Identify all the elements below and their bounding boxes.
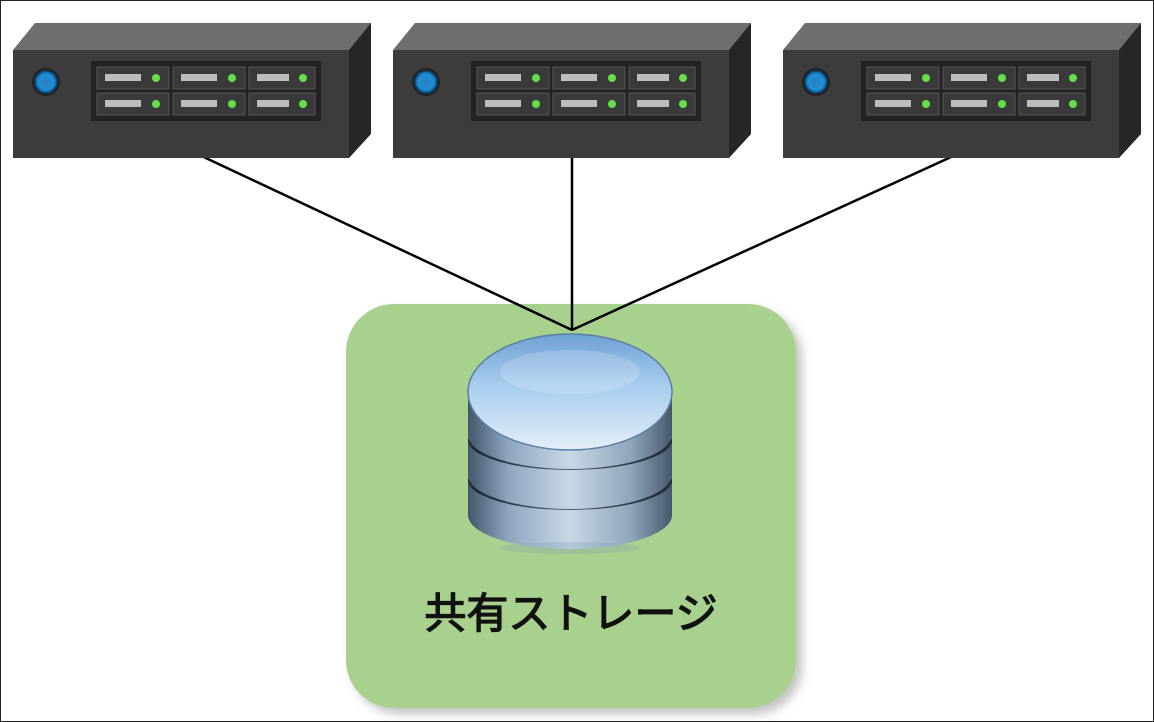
- rack-server-icon: [782, 22, 1142, 159]
- connection-line-server-3: [571, 150, 963, 332]
- rack-server-icon: [12, 22, 372, 159]
- database-icon: [467, 333, 673, 554]
- connections: [192, 150, 963, 332]
- storage-label: 共有ストレージ: [424, 589, 717, 638]
- rack-server-icon: [392, 22, 752, 159]
- server-3: [782, 22, 1142, 159]
- server-2: [392, 22, 752, 159]
- connection-line-server-1: [192, 150, 573, 332]
- server-1: [12, 22, 372, 159]
